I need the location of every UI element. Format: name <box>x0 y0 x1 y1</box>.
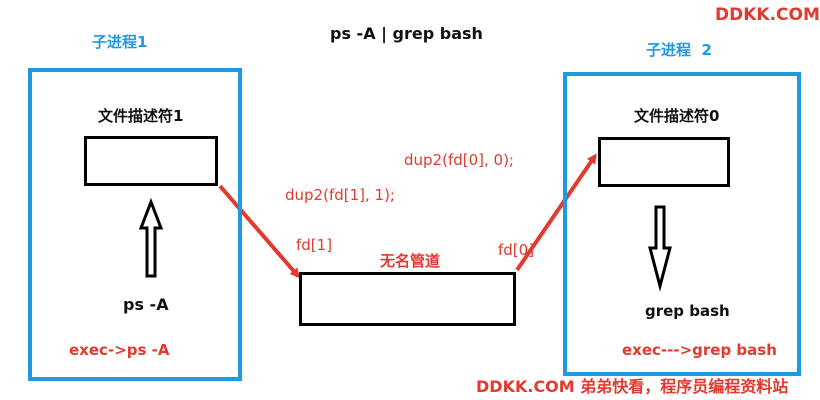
watermark-top: DDKK.COM <box>715 5 820 25</box>
right-command: grep bash <box>645 302 730 320</box>
left-process-box <box>28 68 242 381</box>
pipe-write-end: fd[1] <box>296 236 333 254</box>
left-command: ps -A <box>123 295 169 314</box>
pipe-label: 无名管道 <box>380 252 441 270</box>
dup2-write-call: dup2(fd[1], 1); <box>285 186 395 204</box>
pipe-box <box>299 272 516 326</box>
diagram-title: ps -A | grep bash <box>330 24 483 43</box>
arrow-fd1-to-pipe <box>218 184 300 279</box>
arrow-pipe-to-fd0 <box>515 153 597 272</box>
hollow-up-arrow <box>138 197 164 278</box>
dup2-read-call: dup2(fd[0], 0); <box>404 151 514 169</box>
right-exec: exec--->grep bash <box>622 341 777 359</box>
watermark-bottom: DDKK.COM 弟弟快看，程序员编程资料站 <box>476 377 789 396</box>
right-fd-box <box>598 137 730 187</box>
left-exec: exec->ps -A <box>69 341 170 359</box>
right-process-box <box>563 72 801 376</box>
left-process-label: 子进程1 <box>92 33 148 51</box>
left-fd-label: 文件描述符1 <box>98 107 184 125</box>
pipe-read-end: fd[0] <box>498 241 535 259</box>
left-fd-box <box>84 136 218 186</box>
right-fd-label: 文件描述符0 <box>634 107 720 125</box>
hollow-down-arrow <box>648 205 672 292</box>
right-process-label: 子进程 2 <box>646 41 712 59</box>
